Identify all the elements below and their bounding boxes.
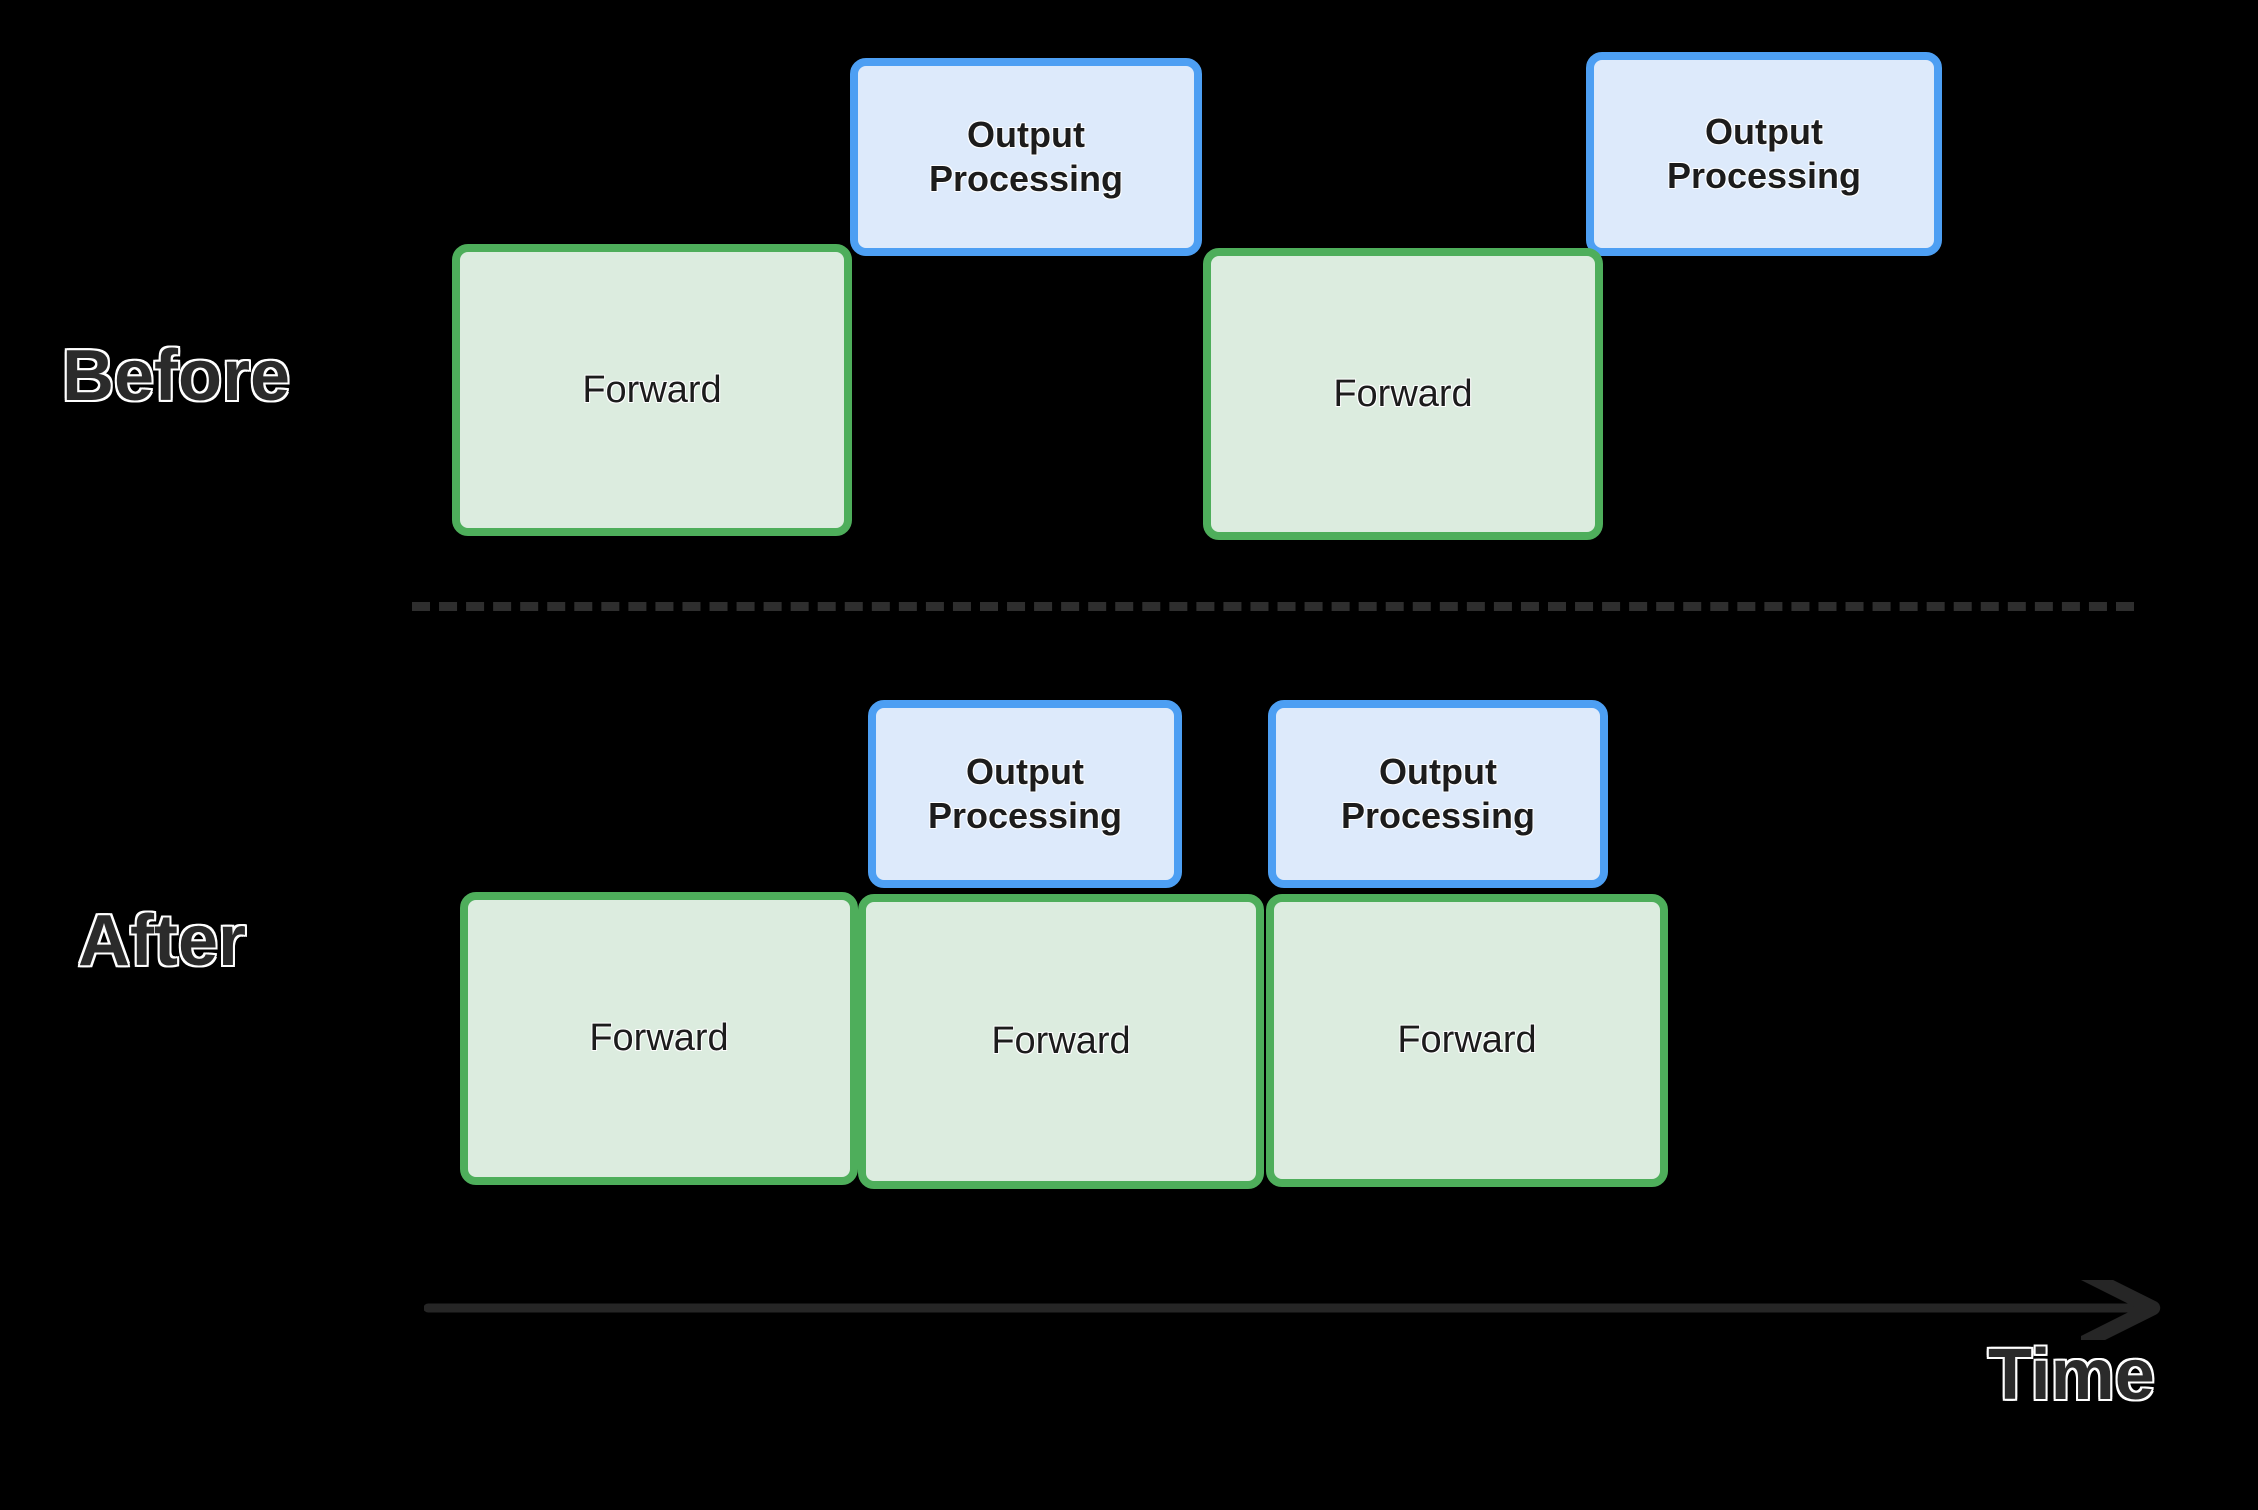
output-line-2: Processing [928, 158, 1124, 199]
after-forward-block-3: Forward [1266, 894, 1668, 1187]
block-label: Forward [582, 368, 722, 411]
block-label: Forward [1397, 1019, 1537, 1062]
output-line-1: Output [1705, 111, 1823, 153]
before-output-processing-block-1: Output Processing [850, 58, 1202, 256]
time-axis-label: Time [1987, 1334, 2157, 1417]
after-output-processing-block-1: Output Processing [868, 700, 1182, 888]
time-axis-arrow [424, 1280, 2184, 1340]
output-line-1: Output [966, 751, 1084, 793]
block-label: Output Processing [1659, 110, 1869, 198]
output-line-2: Processing [1666, 155, 1862, 196]
block-label: Forward [1333, 372, 1473, 415]
before-forward-block-1: Forward [452, 244, 852, 536]
output-line-1: Output [967, 114, 1085, 156]
after-forward-block-1: Forward [460, 892, 858, 1185]
output-line-2: Processing [927, 795, 1123, 836]
section-divider [412, 602, 2134, 611]
before-forward-block-2: Forward [1203, 248, 1603, 540]
block-label: Output Processing [921, 113, 1131, 201]
block-label: Output Processing [920, 750, 1130, 838]
output-line-1: Output [1379, 751, 1497, 793]
block-label: Forward [991, 1020, 1131, 1063]
output-line-2: Processing [1340, 795, 1536, 836]
block-label: Forward [589, 1017, 729, 1060]
block-label: Output Processing [1333, 750, 1543, 838]
before-output-processing-block-2: Output Processing [1586, 52, 1942, 256]
section-label-after: After [76, 900, 247, 983]
section-label-before: Before [60, 335, 291, 418]
after-output-processing-block-2: Output Processing [1268, 700, 1608, 888]
after-forward-block-2: Forward [858, 894, 1264, 1189]
